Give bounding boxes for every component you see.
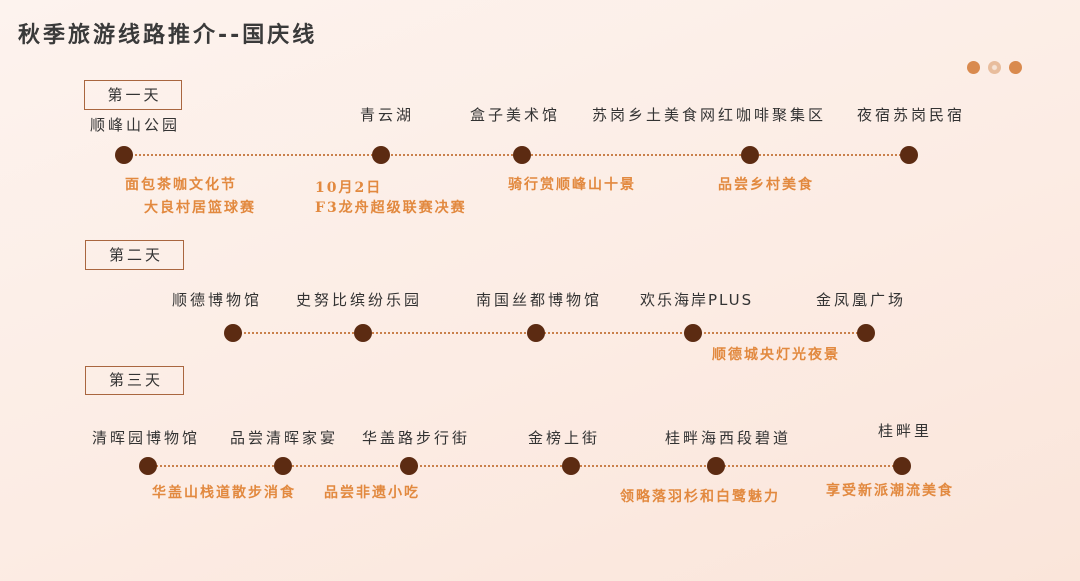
- stop-name: 顺峰山公园: [90, 116, 181, 134]
- stop-dot: [527, 324, 545, 342]
- day-1-label: 第一天: [84, 80, 182, 110]
- stop-dot: [893, 457, 911, 475]
- stop-dot: [562, 457, 580, 475]
- stop-dot: [372, 146, 390, 164]
- activity-text: 骑行赏顺峰山十景: [508, 177, 636, 193]
- day-3-label: 第三天: [85, 366, 184, 395]
- decor-dot-icon: [967, 61, 980, 74]
- stop-dot: [224, 324, 242, 342]
- stop-name: 青云湖: [360, 106, 415, 124]
- stop-name: 金凤凰广场: [816, 291, 907, 309]
- stop-dot: [684, 324, 702, 342]
- day-3-timeline: [148, 465, 902, 467]
- page-title: 秋季旅游线路推介--国庆线: [18, 23, 318, 48]
- stop-name: 顺德博物馆: [172, 291, 263, 309]
- stop-dot: [741, 146, 759, 164]
- activity-text: 面包茶咖文化节: [125, 177, 237, 193]
- activity-text: 顺德城央灯光夜景: [712, 347, 840, 363]
- activity-text: 品尝非遗小吃: [324, 485, 420, 501]
- stop-dot: [354, 324, 372, 342]
- stop-name: 清晖园博物馆: [92, 429, 201, 447]
- stop-name: 金榜上街: [528, 429, 601, 447]
- stop-name: 华盖路步行街: [362, 429, 471, 447]
- stop-name: 苏岗乡土美食网红咖啡聚集区: [592, 106, 827, 124]
- day-2-label: 第二天: [85, 240, 184, 270]
- stop-name: 南国丝都博物馆: [476, 291, 603, 309]
- stop-dot: [115, 146, 133, 164]
- activity-text: 品尝乡村美食: [718, 177, 814, 193]
- stop-dot: [857, 324, 875, 342]
- decor-dot-icon: [1009, 61, 1022, 74]
- stop-dot: [707, 457, 725, 475]
- stop-dot: [400, 457, 418, 475]
- stop-dot: [900, 146, 918, 164]
- activity-text: 领略落羽杉和白鹭魅力: [620, 489, 780, 505]
- stop-name: 史努比缤纷乐园: [296, 291, 423, 309]
- stop-name: 桂畔海西段碧道: [665, 429, 792, 447]
- stop-name: 欢乐海岸PLUS: [640, 291, 754, 309]
- activity-date: 10月2日: [315, 180, 383, 196]
- stop-name: 夜宿苏岗民宿: [857, 106, 966, 124]
- stop-dot: [139, 457, 157, 475]
- stop-name: 品尝清晖家宴: [230, 429, 339, 447]
- stop-dot: [274, 457, 292, 475]
- activity-text: F3龙舟超级联赛决赛: [315, 200, 467, 216]
- day-2-timeline: [233, 332, 866, 334]
- decor-dot-icon: [988, 61, 1001, 74]
- stop-dot: [513, 146, 531, 164]
- activity-text: 华盖山栈道散步消食: [152, 485, 296, 501]
- activity-text: 大良村居篮球赛: [144, 200, 256, 216]
- stop-name: 桂畔里: [878, 422, 933, 440]
- activity-text: 享受新派潮流美食: [826, 483, 954, 499]
- stop-name: 盒子美术馆: [470, 106, 561, 124]
